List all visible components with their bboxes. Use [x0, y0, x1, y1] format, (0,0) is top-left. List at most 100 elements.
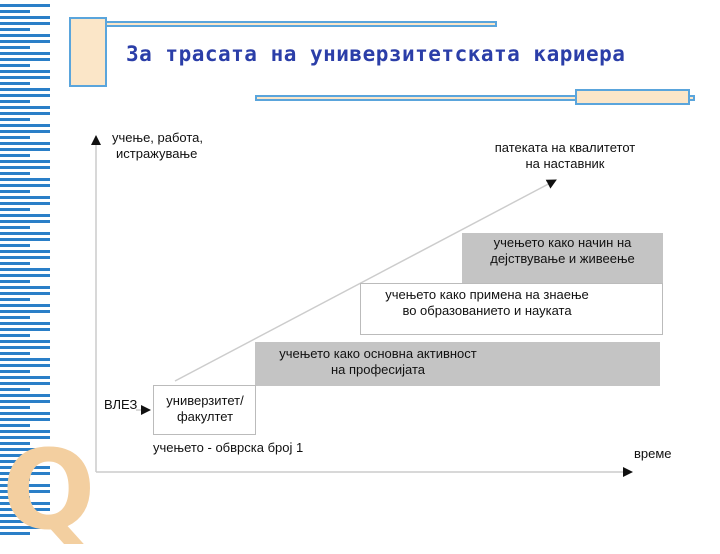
step1-label-1: универзитет/ — [166, 393, 244, 408]
stripe-line — [0, 514, 30, 517]
slide-title: За трасата на универзитетската кариера — [126, 42, 626, 66]
stripe-line — [0, 58, 50, 61]
stripe-line — [0, 154, 30, 157]
stripe-line — [0, 316, 30, 319]
step1-label-2: факултет — [176, 409, 234, 424]
stripe-line — [0, 10, 30, 13]
stripe-line — [0, 214, 50, 217]
stripe-line — [0, 130, 50, 133]
stripe-line — [0, 370, 30, 373]
stripe-line — [0, 232, 50, 235]
step2-label-1: учењето како основна активност — [279, 346, 477, 361]
stripe-line — [0, 64, 30, 67]
stripe-line — [0, 394, 50, 397]
stripe-line — [0, 382, 50, 385]
career-diagram — [91, 135, 633, 477]
stripe-line — [0, 208, 30, 211]
stripe-line — [0, 250, 50, 253]
x-axis-label: време — [634, 446, 672, 461]
stripe-line — [0, 412, 50, 415]
stripe-line — [0, 220, 50, 223]
stripe-line — [0, 466, 50, 469]
step2-box — [255, 342, 660, 386]
stripe-line — [0, 226, 30, 229]
stripe-line — [0, 202, 50, 205]
step2-label-2: на професијата — [330, 362, 426, 377]
stripe-line — [0, 166, 50, 169]
y-axis-label-1: учење, работа, — [112, 130, 204, 145]
step4-label-1: учењето како начин на — [493, 235, 632, 250]
stripe-line — [0, 124, 50, 127]
step3-box — [360, 283, 663, 335]
header-vertical-bar — [69, 17, 107, 87]
stripe-line — [0, 148, 50, 151]
stripe-line — [0, 76, 50, 79]
stripe-line — [0, 22, 50, 25]
left-stripe-decoration — [0, 0, 50, 540]
stripe-line — [0, 418, 50, 421]
stripe-line — [0, 112, 50, 115]
stripe-line — [0, 244, 30, 247]
stripe-line — [0, 274, 50, 277]
stripe-line — [0, 106, 50, 109]
stripe-line — [0, 406, 30, 409]
entry-label: ВЛЕЗ — [104, 397, 138, 412]
stripe-line — [0, 304, 50, 307]
stripe-line — [0, 256, 50, 259]
stripe-line — [0, 82, 30, 85]
stripe-line — [0, 472, 50, 475]
stripe-line — [0, 28, 30, 31]
stripe-line — [0, 46, 30, 49]
stripe-line — [0, 424, 30, 427]
stripe-line — [0, 142, 50, 145]
stripe-line — [0, 442, 30, 445]
stripe-line — [0, 286, 50, 289]
stripe-line — [0, 100, 30, 103]
stripe-line — [0, 280, 30, 283]
stripe-line — [0, 196, 50, 199]
stripe-line — [0, 16, 50, 19]
stripe-line — [0, 508, 50, 511]
stripe-line — [0, 454, 50, 457]
stripe-line — [0, 334, 30, 337]
stripe-line — [0, 364, 50, 367]
stripe-line — [0, 238, 50, 241]
stripe-line — [0, 532, 30, 535]
stripe-line — [0, 484, 50, 487]
stripe-line — [0, 388, 30, 391]
stripe-line — [0, 502, 50, 505]
stripe-line — [0, 94, 50, 97]
stripe-line — [0, 490, 50, 493]
stripe-line — [0, 430, 50, 433]
stripe-line — [0, 52, 50, 55]
stripe-line — [0, 322, 50, 325]
stripe-line — [0, 526, 50, 529]
stripe-line — [0, 460, 30, 463]
stripe-line — [0, 310, 50, 313]
stripe-line — [0, 160, 50, 163]
stripe-line — [0, 358, 50, 361]
quality-path-label-1: патеката на квалитетот — [494, 140, 636, 155]
stripe-line — [0, 70, 50, 73]
stripe-line — [0, 184, 50, 187]
stripe-line — [0, 88, 50, 91]
step4-box — [462, 233, 663, 285]
quality-path-arrow — [174, 179, 557, 382]
stripe-line — [0, 4, 50, 7]
q-logo-icon: Q — [2, 426, 96, 554]
step1-caption: учењето - обврска број 1 — [153, 440, 304, 455]
stripe-line — [0, 268, 50, 271]
step3-label-2: во образованието и науката — [402, 303, 572, 318]
stripe-line — [0, 298, 30, 301]
y-axis-label-2: истражување — [116, 146, 198, 161]
stripe-line — [0, 262, 30, 265]
stripe-line — [0, 136, 30, 139]
stripe-line — [0, 376, 50, 379]
stripe-line — [0, 478, 30, 481]
quality-path-label-2: на наставник — [525, 156, 605, 171]
stripe-line — [0, 292, 50, 295]
stripe-line — [0, 400, 50, 403]
stripe-line — [0, 520, 50, 523]
stripe-line — [0, 436, 50, 439]
stripe-line — [0, 496, 30, 499]
